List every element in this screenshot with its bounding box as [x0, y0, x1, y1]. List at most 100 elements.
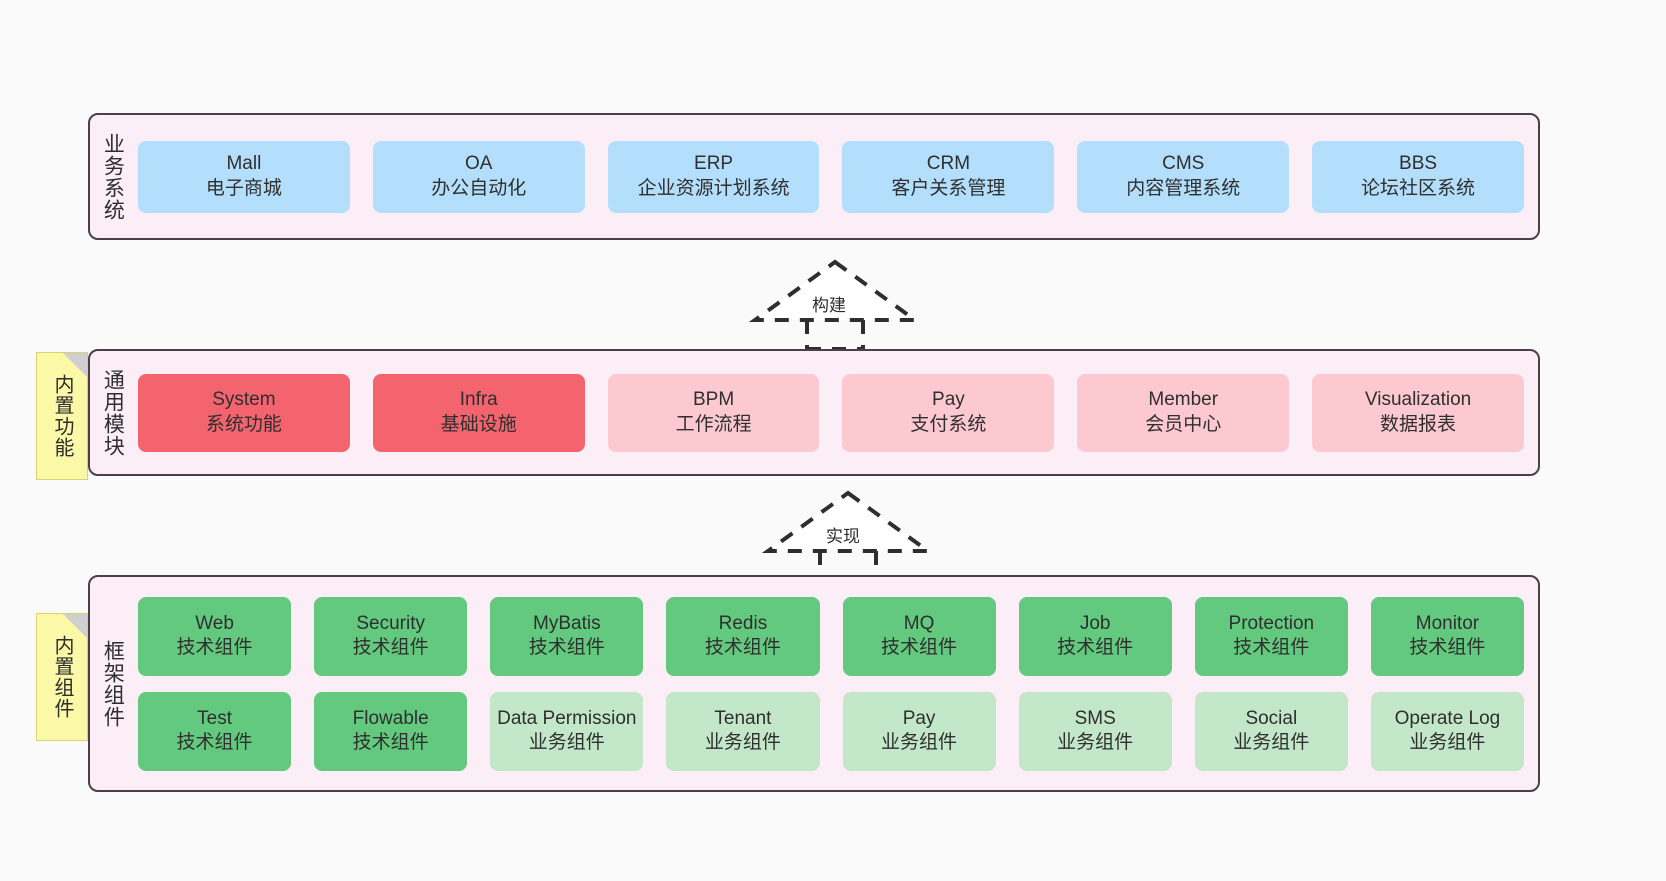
- node-label-cn: 技术组件: [528, 637, 605, 658]
- node-tenant[interactable]: Tenant 业务组件: [666, 691, 820, 771]
- node-label-en: MyBatis: [533, 612, 601, 634]
- node-label-en: SMS: [1074, 707, 1116, 729]
- node-label-cn: 业务组件: [704, 732, 781, 753]
- node-label-en: Web: [195, 612, 234, 634]
- node-label-en: CMS: [1162, 153, 1205, 175]
- layer-body-common: System 系统功能 Infra 基础设施 BPM 工作流程 Pay 支付系统…: [134, 351, 1538, 474]
- hollow-triangle-arrowhead: [761, 490, 935, 553]
- layer-common-modules: 通用模块 System 系统功能 Infra 基础设施 BPM 工作流程 Pay…: [88, 349, 1540, 476]
- node-label-en: Monitor: [1415, 612, 1480, 634]
- node-label-en: MQ: [903, 612, 935, 634]
- node-label-en: ERP: [694, 153, 734, 175]
- node-label-en: BBS: [1399, 153, 1438, 175]
- layer-body-business: Mall 电子商城 OA 办公自动化 ERP 企业资源计划系统 CRM 客户关系…: [134, 115, 1538, 238]
- node-erp[interactable]: ERP 企业资源计划系统: [607, 140, 820, 213]
- node-label-en: Tenant: [714, 707, 772, 729]
- layer-row: Test 技术组件 Flowable 技术组件 Data Permission …: [138, 691, 1524, 771]
- node-label-cn: 技术组件: [176, 732, 253, 753]
- node-label-en: Pay: [902, 707, 936, 729]
- node-label-en: Data Permission: [497, 707, 637, 729]
- node-mq[interactable]: MQ 技术组件: [842, 596, 996, 676]
- node-label-cn: 业务组件: [881, 732, 958, 753]
- node-operate-log[interactable]: Operate Log 业务组件: [1370, 691, 1524, 771]
- node-label-cn: 数据报表: [1380, 413, 1457, 435]
- node-label-en: Job: [1079, 612, 1111, 634]
- node-label-cn: 办公自动化: [431, 177, 527, 199]
- layer-row: Mall 电子商城 OA 办公自动化 ERP 企业资源计划系统 CRM 客户关系…: [138, 140, 1524, 213]
- node-flowable[interactable]: Flowable 技术组件: [314, 691, 468, 771]
- node-visualization[interactable]: Visualization 数据报表: [1312, 373, 1524, 452]
- node-label-cn: 工作流程: [675, 413, 752, 435]
- node-label-en: Redis: [718, 612, 768, 634]
- layer-title-framework: 框架组件: [101, 639, 125, 728]
- node-mybatis[interactable]: MyBatis 技术组件: [490, 596, 644, 676]
- node-redis[interactable]: Redis 技术组件: [666, 596, 820, 676]
- node-label-cn: 客户关系管理: [891, 177, 1006, 199]
- node-job[interactable]: Job 技术组件: [1018, 596, 1172, 676]
- node-data-permission[interactable]: Data Permission 业务组件: [490, 691, 644, 771]
- node-label-en: OA: [465, 153, 493, 175]
- node-label-cn: 业务组件: [528, 732, 605, 753]
- layer-row: Web 技术组件 Security 技术组件 MyBatis 技术组件 Redi…: [138, 596, 1524, 676]
- node-label-en: Member: [1148, 389, 1219, 411]
- node-label-cn: 技术组件: [352, 732, 429, 753]
- node-sms[interactable]: SMS 业务组件: [1018, 691, 1172, 771]
- node-label-en: Pay: [932, 389, 965, 411]
- node-bpm[interactable]: BPM 工作流程: [607, 373, 820, 452]
- node-monitor[interactable]: Monitor 技术组件: [1370, 596, 1524, 676]
- node-label-cn: 系统功能: [205, 413, 282, 435]
- sticky-note-builtin-components: 内置组件: [36, 613, 88, 741]
- node-label-en: Operate Log: [1394, 707, 1501, 729]
- layer-framework-components: 框架组件 Web 技术组件 Security 技术组件 MyBatis 技术组件…: [88, 575, 1540, 792]
- node-label-cn: 内容管理系统: [1126, 177, 1241, 199]
- node-security[interactable]: Security 技术组件: [314, 596, 468, 676]
- connector-label-implement: 实现: [826, 527, 860, 546]
- node-label-en: Social: [1245, 707, 1298, 729]
- node-label-cn: 技术组件: [176, 637, 253, 658]
- node-label-en: CRM: [926, 153, 971, 175]
- node-label-en: Mall: [226, 153, 262, 175]
- node-label-cn: 论坛社区系统: [1361, 177, 1476, 199]
- node-label-en: Flowable: [352, 707, 429, 729]
- hollow-triangle-arrowhead: [748, 259, 922, 322]
- layer-business-systems: 业务系统 Mall 电子商城 OA 办公自动化 ERP 企业资源计划系统 CRM…: [88, 113, 1540, 240]
- node-label-cn: 技术组件: [1409, 637, 1486, 658]
- node-label-cn: 技术组件: [881, 637, 958, 658]
- node-label-cn: 业务组件: [1409, 732, 1486, 753]
- layer-body-framework: Web 技术组件 Security 技术组件 MyBatis 技术组件 Redi…: [134, 577, 1538, 790]
- node-oa[interactable]: OA 办公自动化: [372, 140, 585, 213]
- node-cms[interactable]: CMS 内容管理系统: [1077, 140, 1290, 213]
- node-label-cn: 技术组件: [352, 637, 429, 658]
- node-label-en: Test: [197, 707, 232, 729]
- node-member[interactable]: Member 会员中心: [1077, 373, 1290, 452]
- node-label-en: System: [212, 389, 276, 411]
- node-pay[interactable]: Pay 支付系统: [842, 373, 1055, 452]
- node-label-cn: 企业资源计划系统: [637, 177, 790, 199]
- node-bbs[interactable]: BBS 论坛社区系统: [1312, 140, 1524, 213]
- node-label-en: Security: [356, 612, 425, 634]
- sticky-note-builtin-features: 内置功能: [36, 352, 88, 480]
- dashed-connector-line: [805, 320, 865, 351]
- node-crm[interactable]: CRM 客户关系管理: [842, 140, 1055, 213]
- node-label-cn: 会员中心: [1145, 413, 1222, 435]
- node-label-cn: 基础设施: [440, 413, 517, 435]
- node-label-cn: 电子商城: [205, 177, 282, 199]
- node-web[interactable]: Web 技术组件: [138, 596, 292, 676]
- node-pay-component[interactable]: Pay 业务组件: [842, 691, 996, 771]
- node-label-cn: 支付系统: [910, 413, 987, 435]
- node-test[interactable]: Test 技术组件: [138, 691, 292, 771]
- layer-row: System 系统功能 Infra 基础设施 BPM 工作流程 Pay 支付系统…: [138, 373, 1524, 452]
- node-label-cn: 技术组件: [704, 637, 781, 658]
- node-label-cn: 业务组件: [1057, 732, 1134, 753]
- node-protection[interactable]: Protection 技术组件: [1194, 596, 1348, 676]
- node-label-en: Visualization: [1364, 389, 1472, 411]
- node-social[interactable]: Social 业务组件: [1194, 691, 1348, 771]
- node-label-cn: 技术组件: [1233, 637, 1310, 658]
- node-system[interactable]: System 系统功能: [138, 373, 350, 452]
- node-label-en: BPM: [692, 389, 735, 411]
- node-label-en: Infra: [459, 389, 498, 411]
- layer-title-business: 业务系统: [101, 132, 125, 221]
- node-label-cn: 业务组件: [1233, 732, 1310, 753]
- node-mall[interactable]: Mall 电子商城: [138, 140, 350, 213]
- node-infra[interactable]: Infra 基础设施: [372, 373, 585, 452]
